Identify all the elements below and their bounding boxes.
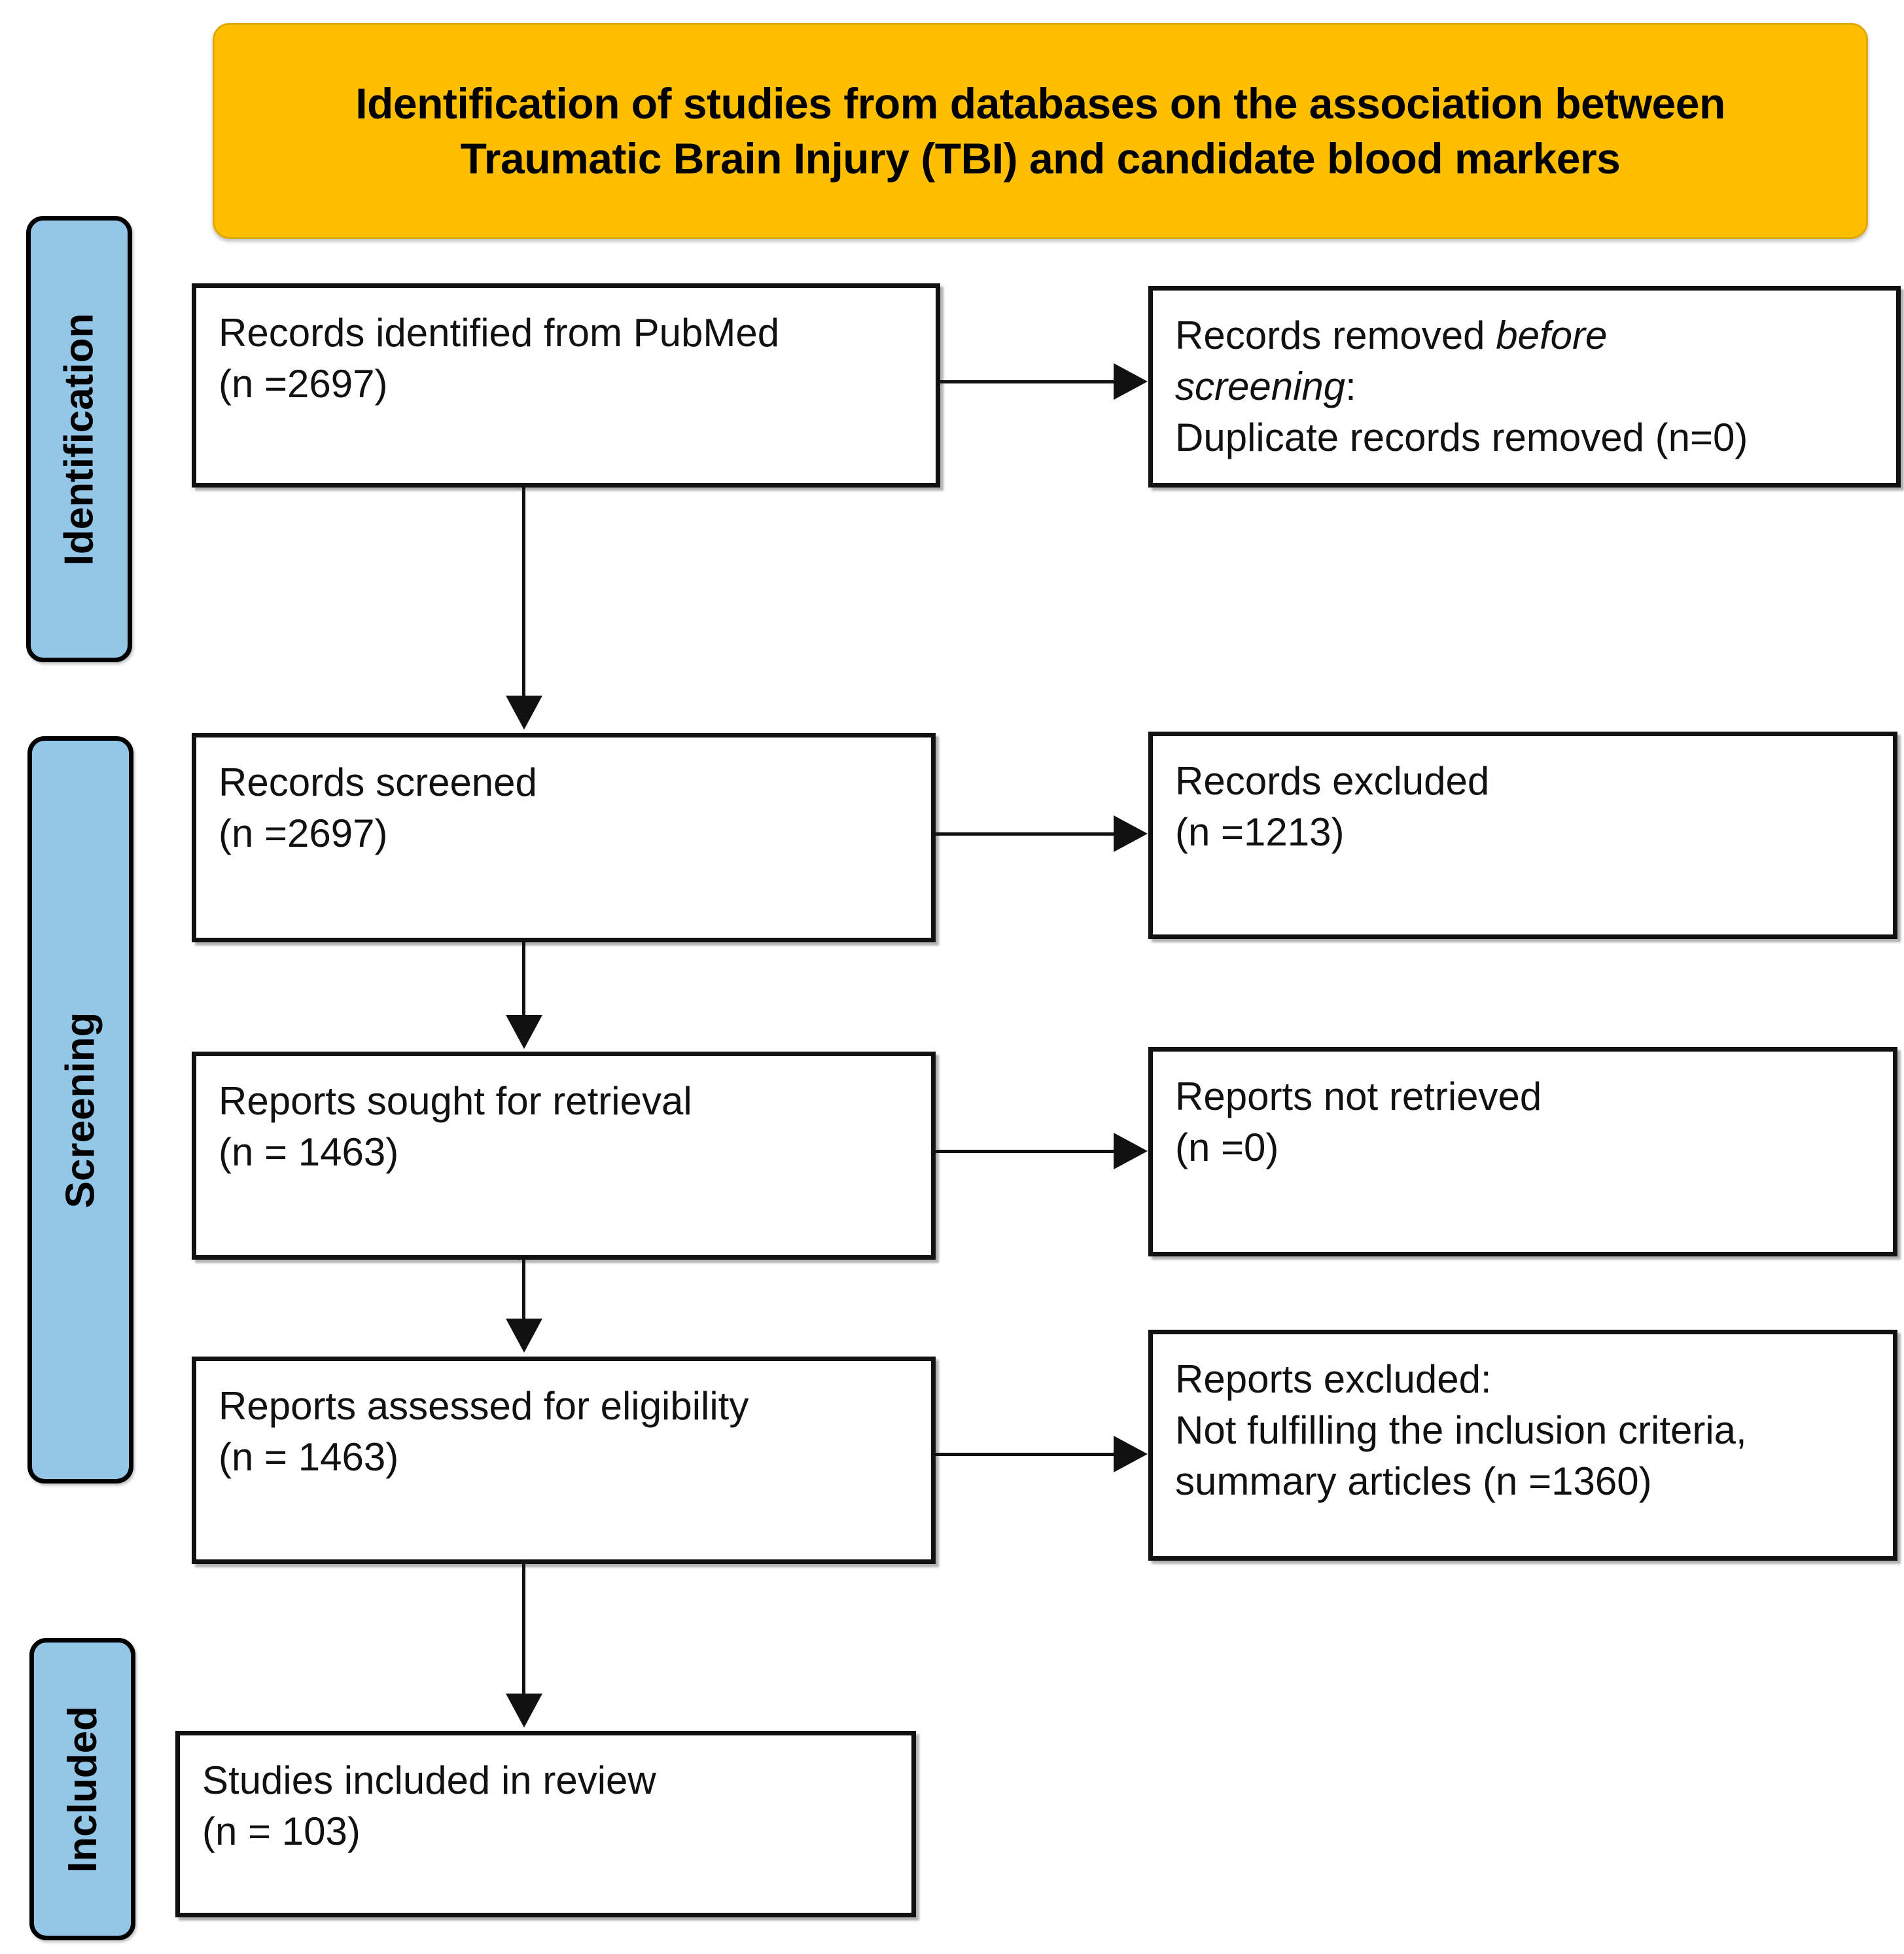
connector-assessed-to-included-line [522,1564,525,1695]
node-reports-sought-for-retrieval-text: Reports sought for retrieval (n = 1463) [219,1079,692,1174]
stage-label-identification: Identification [56,313,102,565]
stage-tab-included: Included [29,1638,135,1940]
node-records-screened: Records screened (n =2697) [192,733,936,942]
node-records-identified-text: Records identified from PubMed (n =2697) [219,311,780,406]
node-reports-not-retrieved-text: Reports not retrieved (n =0) [1175,1075,1542,1169]
removed-line2-italic: screening [1175,364,1346,408]
node-records-excluded: Records excluded (n =1213) [1148,732,1897,939]
stage-label-screening: Screening [58,1012,103,1208]
connector-screened-to-sought-arrowhead [506,1015,542,1049]
node-reports-assessed-for-eligibility-text: Reports assessed for eligibility (n = 14… [219,1384,749,1479]
connector-screened-to-excluded-arrowhead [1114,815,1148,852]
node-records-removed-before-screening-text: Records removed before screening: Duplic… [1175,310,1874,463]
connector-sought-to-assessed-arrowhead [506,1319,542,1353]
stage-tab-screening: Screening [27,736,133,1483]
connector-identified-to-removed-line [940,380,1116,383]
node-reports-assessed-for-eligibility: Reports assessed for eligibility (n = 14… [192,1357,936,1564]
connector-sought-to-assessed-line [522,1260,525,1320]
diagram-header-banner: Identification of studies from databases… [213,23,1868,239]
stage-tab-identification: Identification [26,216,132,662]
node-studies-included-in-review: Studies included in review (n = 103) [175,1731,916,1917]
removed-line3: Duplicate records removed (n=0) [1175,416,1748,459]
connector-screened-to-sought-line [522,942,525,1016]
node-reports-not-retrieved: Reports not retrieved (n =0) [1148,1047,1897,1256]
removed-line1-plain: Records removed [1175,313,1496,357]
connector-identified-to-removed-arrowhead [1114,363,1148,400]
stage-label-included: Included [60,1705,105,1873]
node-records-screened-text: Records screened (n =2697) [219,760,537,855]
node-records-removed-before-screening: Records removed before screening: Duplic… [1148,286,1901,488]
removed-line1-italic: before [1496,313,1608,357]
node-reports-excluded: Reports excluded: Not fulfilling the inc… [1148,1330,1897,1561]
connector-screened-to-excluded-line [936,832,1116,836]
diagram-title: Identification of studies from databases… [355,79,1725,183]
connector-assessed-to-reports-excluded-arrowhead [1114,1436,1148,1472]
node-records-excluded-text: Records excluded (n =1213) [1175,759,1490,854]
node-studies-included-in-review-text: Studies included in review (n = 103) [202,1758,656,1853]
node-records-identified: Records identified from PubMed (n =2697) [192,283,940,488]
connector-assessed-to-reports-excluded-line [936,1453,1116,1456]
connector-assessed-to-included-arrowhead [506,1694,542,1728]
connector-identified-to-screened-arrowhead [506,696,542,730]
removed-line2-plain: : [1345,364,1356,408]
connector-sought-to-not-retrieved-arrowhead [1114,1133,1148,1169]
connector-sought-to-not-retrieved-line [936,1150,1116,1153]
node-reports-excluded-text: Reports excluded: Not fulfilling the inc… [1175,1357,1747,1503]
node-reports-sought-for-retrieval: Reports sought for retrieval (n = 1463) [192,1052,936,1260]
connector-identified-to-screened-line [522,488,525,697]
